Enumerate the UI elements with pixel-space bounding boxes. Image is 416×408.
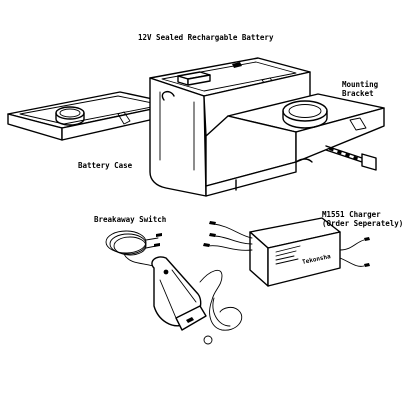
mounting-bracket-label: Mounting Bracket xyxy=(342,80,378,98)
mounting-bracket-label-line2: Bracket xyxy=(342,89,374,98)
mounting-bracket-illustration xyxy=(205,93,385,197)
mounting-bracket-label-line1: Mounting xyxy=(342,80,379,89)
battery-label: 12V Sealed Rechargable Battery xyxy=(138,33,274,42)
charger-label-line1: M1551 Charger xyxy=(322,210,381,219)
breakaway-switch-illustration xyxy=(105,230,243,345)
charger-label-line2: (Order Seperately) xyxy=(322,219,404,228)
battery-case-label: Battery Case xyxy=(78,161,133,170)
charger-label: M1551 Charger (Order Seperately) xyxy=(322,210,403,228)
breakaway-switch-label: Breakaway Switch xyxy=(94,215,167,224)
charger-illustration xyxy=(203,217,370,287)
